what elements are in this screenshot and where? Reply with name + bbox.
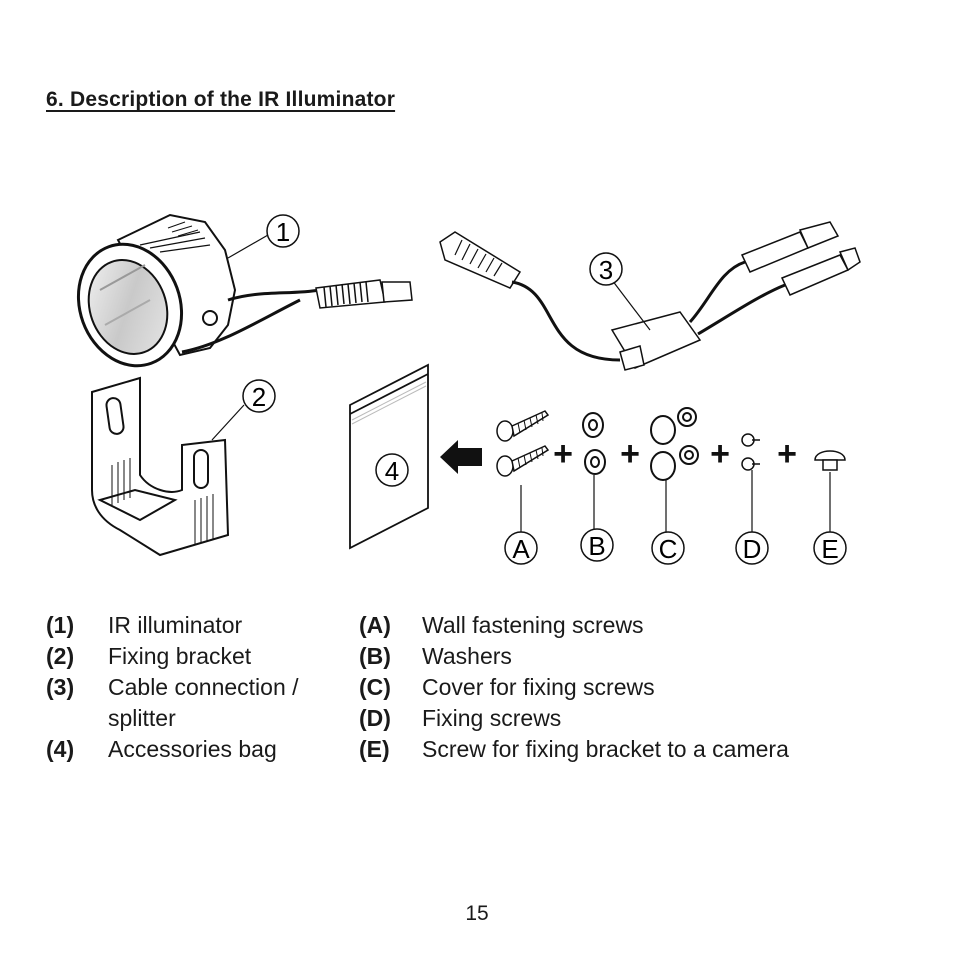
legend-item: (E) Screw for fixing bracket to a camera [359,734,919,765]
illuminator-connector-drawing [315,279,413,309]
washers-drawing [582,412,606,475]
section-heading: 6. Description of the IR Illuminator [46,88,396,111]
legend-item: (3) Cable connection / splitter [46,672,346,734]
part-a-callout: A [504,531,538,565]
bracket-screw-drawing [814,450,846,471]
callout-1-label: 1 [276,217,290,247]
legend-text: Wall fastening screws [422,612,644,638]
callout-2-label: 2 [252,382,266,412]
legend-text: Accessories bag [108,736,277,762]
legend-item: (4) Accessories bag [46,734,346,765]
callout-3-label: 3 [599,255,613,285]
callout-2: 2 [242,379,276,413]
legend-lettered: (A) Wall fastening screws (B) Washers (C… [359,610,919,765]
page-number: 15 [465,902,489,925]
fixing-screws-drawing [741,433,760,471]
legend-key: (A) [359,612,391,638]
legend-item: (C) Cover for fixing screws [359,672,919,703]
plus-sign: + [553,435,573,473]
legend-text: Fixing bracket [108,643,252,669]
part-c-callout: C [651,531,685,565]
legend-key: (B) [359,643,391,669]
plus-sign: + [710,435,730,473]
plus-sign: + [777,435,797,473]
legend-key: (2) [46,643,75,669]
legend-text: Cable connection / splitter [108,674,299,731]
legend-key: (D) [359,705,391,731]
screw-covers-drawing [650,407,699,481]
legend-key: (3) [46,674,75,700]
part-d-label: D [743,534,762,564]
legend-key: (E) [359,736,390,762]
part-b-label: B [588,531,605,561]
part-e-label: E [821,534,838,564]
callout-4: 4 [375,453,409,487]
legend-item: (1) IR illuminator [46,610,346,641]
part-c-label: C [659,534,678,564]
part-b-callout: B [580,528,614,562]
callout-3: 3 [589,252,623,286]
part-d-callout: D [735,531,769,565]
wall-screws-drawing [496,410,550,477]
legend-item: (D) Fixing screws [359,703,919,734]
callout-1: 1 [266,214,300,248]
cable-splitter-drawing [439,221,861,371]
callout-4-label: 4 [385,456,399,486]
legend-text: Fixing screws [422,705,562,731]
legend-key: (4) [46,736,75,762]
legend-numbered: (1) IR illuminator (2) Fixing bracket (3… [46,610,346,765]
legend-text: Screw for fixing bracket to a camera [422,736,789,762]
leader-lines [211,234,831,532]
plus-sign: + [620,435,640,473]
part-e-callout: E [813,531,847,565]
legend-text: Washers [422,643,512,669]
ir-illuminator-drawing [76,213,321,368]
legend-key: (1) [46,612,75,638]
part-a-label: A [512,534,530,564]
legend-text: Cover for fixing screws [422,674,655,700]
legend-item: (A) Wall fastening screws [359,610,919,641]
arrow-left-icon [440,440,482,474]
plus-signs: + + + + [553,435,797,473]
legend-item: (B) Washers [359,641,919,672]
legend-key: (C) [359,674,391,700]
legend-text: IR illuminator [108,612,243,638]
legend-item: (2) Fixing bracket [46,641,346,672]
fixing-bracket-drawing [91,376,230,557]
